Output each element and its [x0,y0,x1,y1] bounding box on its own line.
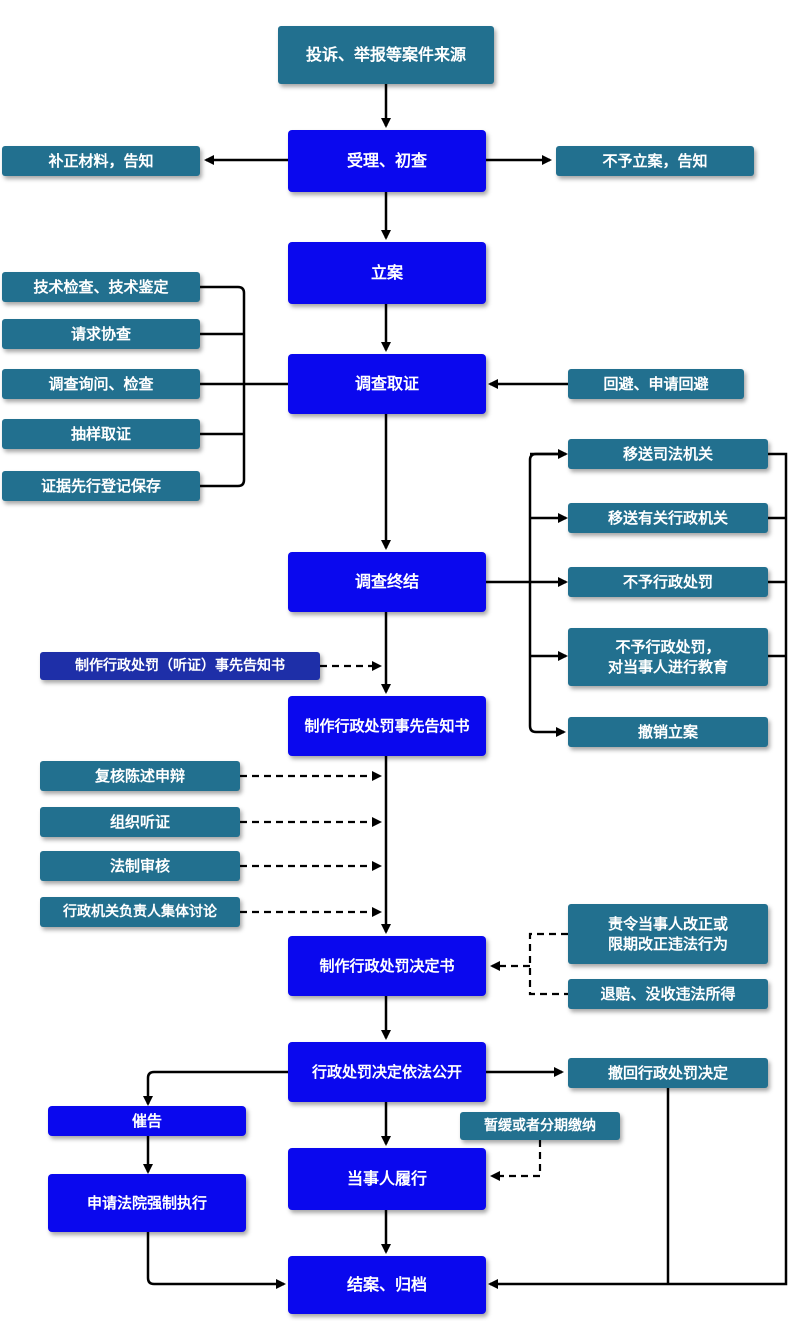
node-decision-side: 责令当事人改正或 限期改正违法行为 [568,904,768,964]
node-outcome: 移送有关行政机关 [568,503,768,533]
node-inv-method: 技术检查、技术鉴定 [2,272,200,302]
node-review: 法制审核 [40,851,240,881]
node-urge: 催告 [48,1106,246,1136]
node-inv-method: 请求协查 [2,319,200,349]
node-outcome: 不予行政处罚 [568,567,768,597]
node-investigate: 调查取证 [288,354,486,414]
node-decision: 制作行政处罚决定书 [288,936,486,996]
node-inv-method: 抽样取证 [2,419,200,449]
node-perform: 当事人履行 [288,1148,486,1210]
node-publish: 行政处罚决定依法公开 [288,1042,486,1102]
node-inv-method: 调查询问、检查 [2,369,200,399]
node-outcome: 不予行政处罚， 对当事人进行教育 [568,628,768,686]
node-accept: 受理、初查 [288,130,486,192]
node-outcome: 撤销立案 [568,717,768,747]
node-source: 投诉、举报等案件来源 [278,26,494,84]
node-review: 行政机关负责人集体讨论 [40,897,240,927]
node-review: 复核陈述申辩 [40,761,240,791]
node-defer: 暂缓或者分期缴纳 [460,1112,620,1140]
node-hearing-notice: 制作行政处罚（听证）事先告知书 [40,652,320,680]
node-recusal: 回避、申请回避 [568,369,744,399]
node-supplement: 补正材料，告知 [2,146,200,176]
node-court: 申请法院强制执行 [48,1174,246,1232]
node-file-case: 立案 [288,242,486,304]
node-revoke: 撤回行政处罚决定 [568,1058,768,1088]
node-review: 组织听证 [40,807,240,837]
node-outcome: 移送司法机关 [568,439,768,469]
node-inv-end: 调查终结 [288,552,486,612]
node-close: 结案、归档 [288,1256,486,1314]
node-no-case: 不予立案，告知 [556,146,754,176]
node-inv-method: 证据先行登记保存 [2,471,200,501]
node-prior-notice: 制作行政处罚事先告知书 [288,696,486,756]
node-decision-side: 退赔、没收违法所得 [568,979,768,1009]
